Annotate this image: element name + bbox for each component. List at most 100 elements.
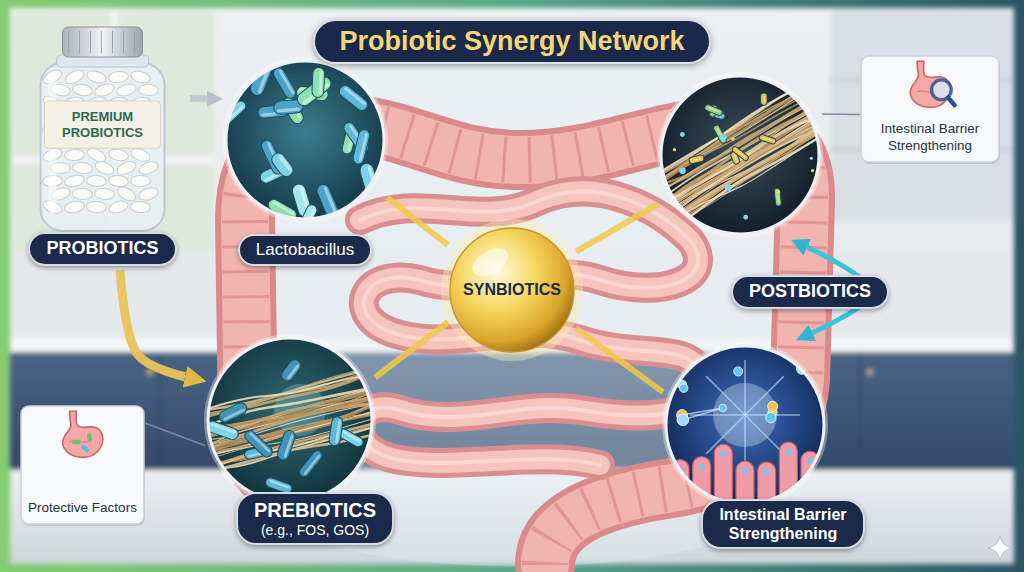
illustration-part — [731, 137, 734, 140]
prebiotics-pill: PREBIOTICS(e.g., FOS, GOS) — [236, 492, 394, 545]
node-text: Intestinal Barrier Strengthening — [866, 121, 994, 155]
sphere-label: SYNBIOTICS — [463, 281, 561, 299]
diagram-title: Probiotic Synergy Network — [313, 19, 710, 64]
probiotics-pill: PROBIOTICS — [28, 232, 176, 266]
illustration-part — [278, 69, 294, 94]
illustration-part — [656, 100, 824, 209]
illustration-part — [720, 134, 727, 141]
illustration-part — [269, 479, 290, 488]
illustration-part — [335, 420, 341, 443]
illustration-part — [352, 129, 371, 166]
illustration-part — [328, 416, 343, 446]
illustration-part — [768, 401, 778, 411]
illustration-part — [734, 367, 743, 376]
illustration-part — [776, 190, 780, 194]
node-outline — [658, 73, 822, 237]
illustration-part — [108, 175, 129, 188]
illustration-part — [130, 201, 151, 213]
illustration-part — [298, 449, 325, 479]
illustration-part — [692, 158, 701, 162]
illustration-part — [277, 154, 292, 172]
illustration-part — [762, 137, 773, 142]
callout-text: Intestinal Barrier Strengthening — [866, 121, 994, 155]
callout-text: Protective Factors — [26, 500, 139, 517]
illustration-part — [279, 357, 303, 383]
illustration-part — [704, 104, 723, 117]
illustration-part — [45, 101, 161, 148]
illustration-part — [910, 61, 954, 107]
illustration-part — [63, 411, 103, 457]
illustration-part — [744, 360, 746, 415]
illustration-part — [243, 428, 275, 459]
illustration-part — [774, 188, 782, 206]
illustration-part — [210, 422, 236, 433]
illustration-part — [203, 390, 377, 432]
node-text: PREMIUM PROBIOTICS — [53, 109, 153, 140]
prebiotics-circle: PREBIOTICS(e.g., FOS, GOS) — [205, 335, 375, 505]
illustration-part — [63, 411, 103, 457]
illustration-part — [115, 159, 138, 177]
illustration-part — [679, 384, 687, 392]
illustration-part — [735, 149, 746, 158]
node-text: PREBIOTICS — [254, 498, 376, 522]
illustration-part — [68, 31, 69, 53]
illustration-part — [720, 451, 726, 457]
connector — [120, 270, 185, 377]
illustration-part — [656, 72, 824, 241]
postbiotics-circle: POSTBIOTICS — [658, 73, 822, 237]
illustration-part — [276, 429, 297, 462]
connector — [190, 95, 207, 102]
illustration-part — [107, 199, 129, 215]
illustration-part — [283, 434, 294, 458]
illustration-part — [758, 134, 776, 145]
connector — [822, 113, 860, 115]
illustration-part — [271, 66, 298, 101]
illustration-part — [731, 146, 749, 162]
probiotic-bottle: PREMIUM PROBIOTICS PROBIOTICS — [15, 25, 190, 270]
illustration-part — [249, 432, 271, 453]
illustration-part — [217, 401, 248, 424]
illustration-part — [745, 415, 784, 454]
illustration-part — [719, 404, 726, 411]
illustration-part — [63, 67, 86, 86]
illustration-part — [319, 70, 323, 94]
illustration-part — [87, 433, 93, 442]
illustration-part — [810, 105, 814, 109]
illustration-part — [204, 334, 376, 506]
callout-box: Intestinal Barrier Strengthening — [860, 55, 1000, 163]
illustration-part — [94, 188, 115, 201]
illustration-part — [86, 201, 106, 213]
illustration-part — [708, 107, 720, 113]
illustration-part — [101, 31, 102, 53]
illustration-part — [137, 159, 160, 176]
node-text: Lactobacillus — [256, 240, 354, 260]
illustration-part — [222, 57, 388, 223]
illustration-part — [123, 31, 124, 53]
node-text: SYNBIOTICS — [463, 281, 561, 299]
illustration-part — [248, 57, 275, 97]
illustration-part — [312, 67, 325, 98]
illustration-part — [217, 401, 248, 424]
illustration-part — [72, 83, 93, 97]
illustration-part — [342, 430, 361, 442]
illustration-part — [774, 188, 782, 206]
node-outline — [663, 343, 827, 507]
node-text: Protective Factors — [26, 500, 139, 517]
illustration-part — [761, 93, 768, 105]
illustration-part — [688, 154, 704, 164]
callout-box: Protective Factors — [20, 405, 145, 525]
illustration-part — [673, 148, 676, 151]
illustration-part — [112, 31, 113, 53]
illustration-part — [763, 96, 765, 102]
illustration-part — [248, 57, 275, 97]
illustration-part — [21, 406, 144, 524]
node-outline — [223, 58, 387, 222]
illustration-part — [223, 408, 245, 421]
illustration-part — [656, 134, 824, 232]
illustration-part — [731, 146, 749, 162]
illustration-part — [328, 416, 343, 446]
connector — [387, 197, 448, 245]
lactobacillus-circle: Lactobacillus — [223, 58, 387, 222]
illustration-part — [656, 96, 824, 197]
